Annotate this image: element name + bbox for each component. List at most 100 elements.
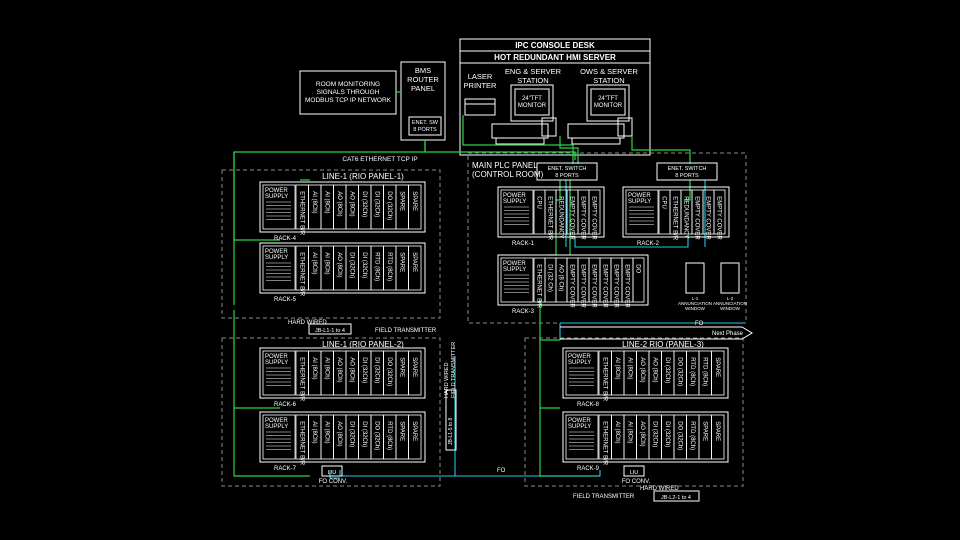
rack-slot: AI (8Ch) — [320, 245, 334, 291]
rack-slot: ETHERNET B/R — [295, 414, 309, 466]
rack-slot: SPARE — [395, 184, 409, 230]
rack-slot-label: DO (32Ch) — [386, 357, 392, 386]
rack-slot-label: EMPTY COVER — [591, 196, 597, 240]
next-phase-label: Next Phase — [712, 331, 744, 337]
rio3-liu: LIU — [630, 470, 639, 476]
rack-slot-label: DI (32Ch) — [348, 252, 354, 278]
rack-slot-label: AI (8Ch) — [311, 357, 317, 379]
rack-slot-label: DI (32Ch) — [651, 421, 657, 447]
rack-slot: RTD (8Ch) — [383, 245, 397, 291]
rack-slot-label: AO (8Ch) — [639, 421, 645, 446]
rack-slot: EMPTY COVER — [577, 189, 590, 240]
main-switch-1-label-2: 8 PORTS — [555, 173, 579, 179]
rack-slot: AI (8Ch) — [308, 414, 322, 460]
rio1-title: LINE-1 (RIO PANEL-1) — [322, 172, 404, 181]
rack-slot: AO (8Ch) — [636, 350, 650, 396]
rack-label: RACK-3 — [512, 309, 535, 315]
rack-slot: AI (8Ch) — [623, 350, 637, 396]
main-plc-title-1: MAIN PLC PANEL — [472, 161, 538, 170]
rack-slot: AO (8Ch) — [345, 350, 359, 396]
annunciator-1-label-1: L-1 — [692, 296, 699, 301]
main-switch-1-label-1: ENET. SWITCH — [548, 166, 587, 172]
rack-slot-label: RTD (8Ch) — [689, 357, 695, 386]
rack-slot-label: SPARE — [411, 357, 417, 377]
jb-l1-5-box — [445, 389, 457, 451]
rack-slot-label: DI (32 Ch) — [547, 264, 553, 292]
bms-label-1: BMS — [415, 66, 431, 75]
annunciator-2-label-2: ANNUNCIATION — [713, 301, 747, 306]
power-supply-label: POWER — [503, 193, 526, 199]
rack-label: RACK-4 — [274, 236, 297, 242]
main-switch-2-label-1: ENET. SWITCH — [668, 166, 707, 172]
rack-slot-label: ETHERNET B/R — [298, 421, 304, 466]
rio-panel-3 — [524, 337, 744, 487]
rack-slot-label: DI (32Ch) — [361, 421, 367, 447]
rack-slot: ETHERNET B/R — [669, 189, 682, 241]
rack-slot: EMPTY COVER — [588, 189, 601, 240]
annunciator-2-label-3: WINDOW — [720, 306, 740, 311]
rack-slot: SPARE — [408, 414, 422, 460]
rio2-vertical-2: FIELD TRANSMITTER — [451, 342, 457, 398]
ows-label-2: STATION — [593, 76, 624, 85]
rack-slot: SPARE — [395, 414, 409, 460]
rack-slot: CPU — [533, 189, 546, 235]
rack-slot: AO (8Ch) — [333, 245, 347, 291]
rack-slot-label: DI (32Ch) — [373, 357, 379, 383]
rack-slot: AO (8Ch) — [636, 414, 650, 460]
rack-slot: RTD (8Ch) — [686, 350, 700, 396]
rack-slot-label: EMPTY COVER — [569, 196, 575, 240]
power-supply-label: SUPPLY — [503, 267, 526, 273]
rack-slot: ETHERNET B/R — [295, 245, 309, 297]
rack-slot-label: AO (8Ch) — [336, 191, 342, 216]
rack-slot-label: ETHERNET B/R — [298, 357, 304, 402]
rack-slot-label: SPARE — [398, 252, 404, 272]
rack-slot-label: AO (8Ch) — [336, 421, 342, 446]
jb-l2-1-box — [653, 490, 700, 502]
rack-slot-label: AO (8Ch) — [639, 357, 645, 382]
rack-label: RACK-6 — [274, 402, 297, 408]
rack-slot-label: EMPTY COVER — [624, 264, 630, 308]
rack-slot: RTD (8Ch) — [686, 414, 700, 460]
annunciator-1 — [685, 262, 705, 294]
rack-slot: AI (8Ch) — [320, 350, 334, 396]
rack-slot: DI (32Ch) — [358, 350, 372, 396]
jb-l1-1-box — [308, 323, 352, 335]
rack-slot-label: ETHERNET B/R — [298, 252, 304, 297]
rack-slot: EMPTY COVER — [599, 257, 612, 308]
rack-slot: AO (8 Ch) — [555, 257, 568, 303]
power-supply-label: SUPPLY — [568, 360, 591, 366]
rack-slot: ETHERNET B/R — [544, 189, 557, 241]
rack-slot-label: DO (32Ch) — [676, 421, 682, 450]
rack-slot-label: RTD (8Ch) — [701, 357, 707, 386]
rio2-fo: FO — [497, 468, 506, 474]
eng-label-1: ENG & SERVER — [505, 67, 562, 76]
rack-slot-label: CPU — [536, 196, 542, 209]
rack-slot-label: AI (8Ch) — [614, 357, 620, 379]
rack-label: RACK-2 — [637, 241, 660, 247]
rack-slot: EMPTY COVER — [566, 189, 579, 240]
rio1-jb: JB-L1-1 to 4 — [315, 328, 345, 334]
power-supply-label: POWER — [265, 188, 288, 194]
rack-slot: AO (8Ch) — [345, 184, 359, 230]
rio-panel-2 — [221, 337, 441, 487]
rack-slot: EMPTY COVER — [610, 257, 623, 308]
rack-slot-label: AI (8Ch) — [323, 357, 329, 379]
rack-slot-label: ETHERNET B/R — [547, 196, 553, 241]
rack-slot: DO (32Ch) — [673, 414, 687, 460]
rack-slot: EMPTY COVER — [621, 257, 634, 308]
rack-slot-label: DI (32Ch) — [361, 252, 367, 278]
rack-slot-label: EMPTY COVER — [613, 264, 619, 308]
rack-slot: AI (8Ch) — [320, 414, 334, 460]
rack-slot-label: SPARE — [398, 357, 404, 377]
rack-slot: DI (32Ch) — [648, 414, 662, 460]
rack-slot-label: SPARE — [411, 252, 417, 272]
rack-slot: SPARE — [711, 350, 725, 396]
rack-slot: DI (32Ch) — [370, 184, 384, 230]
